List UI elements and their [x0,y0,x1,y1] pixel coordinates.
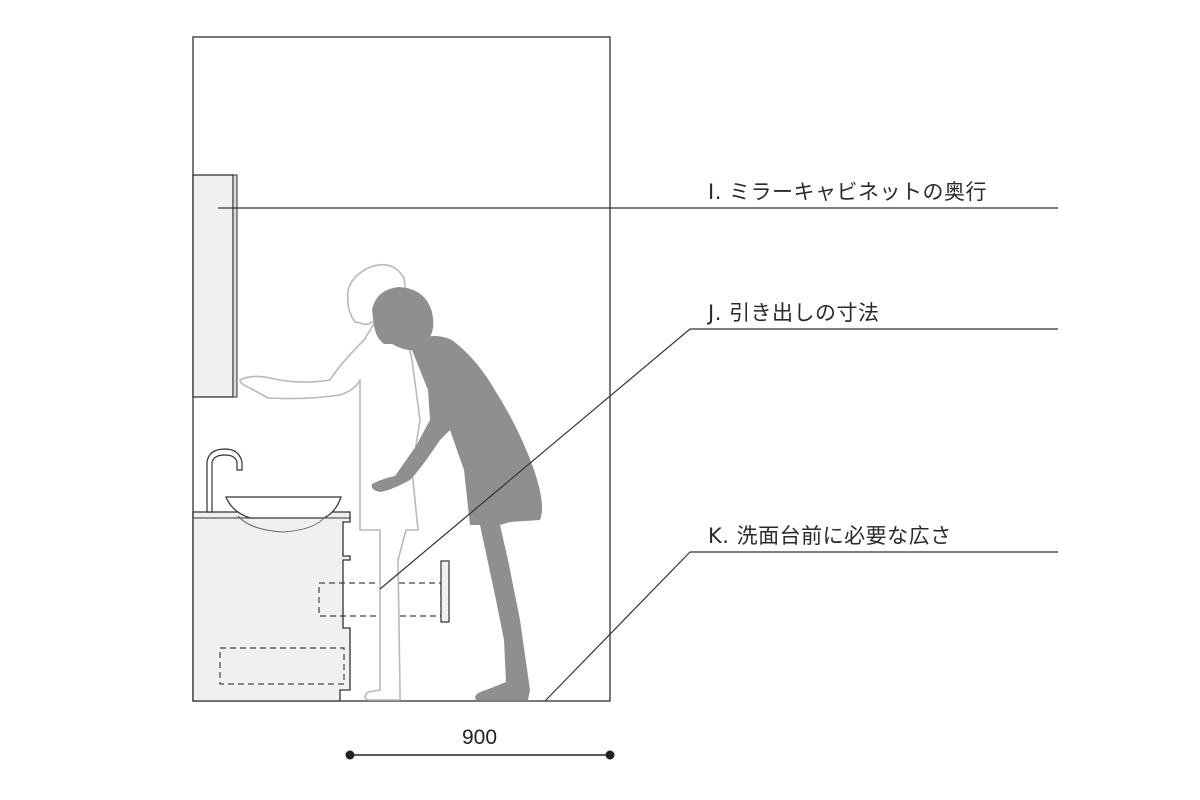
faucet [206,448,243,513]
sink-bowl-inner [237,515,327,533]
annotation-label-K: K. 洗面台前に必要な広さ [708,524,952,548]
sink-bowl [225,496,342,519]
leader-line-J-diagonal [379,328,691,590]
vanity-cabinet [192,511,351,702]
lower-drawer-outline [219,647,345,685]
dimension-label: 900 [462,726,498,749]
dimension-endpoint-right [605,750,615,760]
mirror-face [232,174,238,398]
pulled-drawer-front [440,560,450,623]
leader-line-K-diagonal [544,551,691,702]
dimension-endpoint-left [345,750,355,760]
annotation-label-I: I. ミラーキャビネットの奥行 [708,180,988,204]
mirror-cabinet [192,174,234,398]
annotation-label-J: J. 引き出しの寸法 [708,301,880,325]
person-front-silhouette [371,287,542,700]
